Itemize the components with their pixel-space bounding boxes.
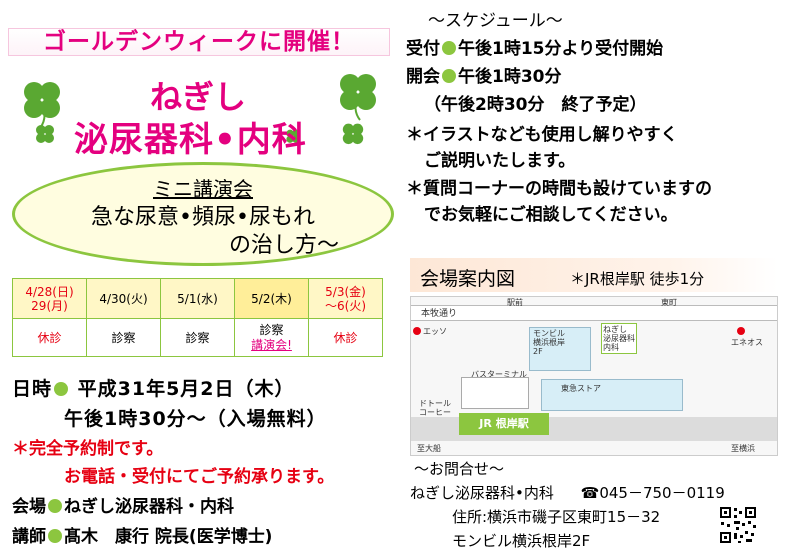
to-ofuna-label: 至大船 xyxy=(417,444,441,453)
clinic-map-label: ねぎし 泌尿器科 内科 xyxy=(601,323,637,354)
contact-row: ねぎし泌尿器科•内科 ☎045－750－0119 xyxy=(410,482,725,503)
contact-address: 住所:横浜市磯子区東町15－32 xyxy=(452,508,661,526)
speaker-value: 髙木 康行 院長(医学博士) xyxy=(64,527,273,547)
doutor-label: ドトール コーヒー xyxy=(419,399,451,417)
map-header xyxy=(410,258,778,292)
clinic-name: ねぎし xyxy=(150,78,247,116)
date-label: 日時 xyxy=(12,378,53,400)
street-label: 本牧通り xyxy=(421,309,458,319)
building-label: モンビル 横浜根岸 2F xyxy=(533,329,565,356)
schedule-heading: ～スケジュール～ xyxy=(428,11,563,31)
lecture-heading: ミニ講演会 xyxy=(153,177,253,201)
speaker-row: 講師髙木 康行 院長(医学博士) xyxy=(12,522,272,547)
tokyu-block xyxy=(541,379,683,411)
venue-label: 会場 xyxy=(12,497,46,517)
clover-icon xyxy=(342,123,364,145)
table-date-cell: 4/28(日) 29(月) xyxy=(12,278,87,319)
lecture-title: 急な尿意•頻尿•尿もれ xyxy=(91,205,315,230)
note-1-cont: ご説明いたします。 xyxy=(424,151,576,171)
lecture-title-cont: の治し方～ xyxy=(228,233,339,258)
table-status-cell: 診察 xyxy=(160,318,235,357)
street-road xyxy=(411,305,777,321)
date-value: 平成31年5月2日（木） xyxy=(77,378,295,400)
table-date-cell: 5/1(水) xyxy=(160,278,235,319)
gas-station-label: エッソ xyxy=(423,327,447,336)
reception-row: 受付午後1時15分より受付開始 xyxy=(406,34,663,59)
end-time: （午後2時30分 終了予定） xyxy=(424,95,647,115)
access-map: 本牧通り 駅前 東町 モンビル 横浜根岸 2F ねぎし 泌尿器科 内科 エッソ … xyxy=(410,296,778,456)
table-date-cell: 5/3(金) ～6(火) xyxy=(308,278,383,319)
bullet-icon xyxy=(442,41,456,55)
opening-label: 開会 xyxy=(406,67,440,87)
bullet-icon xyxy=(54,382,69,396)
station-marker: JR 根岸駅 xyxy=(459,413,549,435)
schedule-table: 4/28(日) 29(月) 4/30(火) 5/1(水) 5/2(木) 5/3(… xyxy=(12,278,383,357)
opening-row: 開会午後1時30分 xyxy=(406,62,562,87)
qr-code-icon[interactable] xyxy=(718,505,758,545)
table-status-cell: 休診 xyxy=(308,318,383,357)
lecture-badge: 講演会! xyxy=(251,337,292,352)
gas-station-icon xyxy=(737,327,745,335)
to-yokohama-label: 至横浜 xyxy=(731,444,755,453)
table-date-cell: 4/30(火) xyxy=(86,278,161,319)
bullet-icon xyxy=(442,69,456,83)
table-status-cell: 休診 xyxy=(12,318,87,357)
clover-icon xyxy=(24,82,60,129)
speaker-label: 講師 xyxy=(12,527,46,547)
table-status-cell: 診察 講演会! xyxy=(234,318,309,357)
reception-value: 午後1時15分より受付開始 xyxy=(458,39,664,59)
bus-terminal-block xyxy=(461,377,529,409)
status-text: 診察 xyxy=(259,322,284,337)
reservation-contact: お電話・受付にてご予約承ります。 xyxy=(64,467,335,487)
event-date-row: 日時 平成31年5月2日（木） xyxy=(12,374,295,401)
clinic-department: 泌尿器科•内科 xyxy=(74,120,307,160)
clover-icon xyxy=(286,129,300,143)
station-front-label: 駅前 xyxy=(507,298,523,307)
contact-name: ねぎし泌尿器科•内科 xyxy=(410,484,554,502)
table-status-cell: 診察 xyxy=(86,318,161,357)
bus-terminal-label: バスターミナル xyxy=(471,370,527,379)
reception-label: 受付 xyxy=(406,39,440,59)
event-time: 午後1時30分～（入場無料） xyxy=(64,408,327,430)
contact-heading: ～お問合せ～ xyxy=(414,460,505,478)
clover-icon xyxy=(340,74,376,121)
map-title: 会場案内図 xyxy=(420,268,516,290)
lecture-oval: ミニ講演会 急な尿意•頻尿•尿もれ の治し方～ xyxy=(12,162,394,266)
note-2-cont: でお気軽にご相談してください。 xyxy=(424,205,678,225)
table-date-cell: 5/2(木) xyxy=(234,278,309,319)
bullet-icon xyxy=(48,499,62,513)
opening-value: 午後1時30分 xyxy=(458,67,562,87)
note-1: ＊イラストなども使用し解りやすく xyxy=(406,125,678,145)
reservation-note: ＊完全予約制です。 xyxy=(12,439,164,459)
contact-building: モンビル横浜根岸2F xyxy=(452,532,591,550)
gas-station-icon xyxy=(413,327,421,335)
map-access: ＊JR根岸駅 徒歩1分 xyxy=(570,270,705,288)
bullet-icon xyxy=(48,529,62,543)
venue-value: ねぎし泌尿器科・内科 xyxy=(64,497,234,517)
building-block xyxy=(529,327,591,371)
clover-icon xyxy=(36,125,54,143)
venue-row: 会場ねぎし泌尿器科・内科 xyxy=(12,492,234,517)
higashicho-label: 東町 xyxy=(661,298,677,307)
note-2: ＊質問コーナーの時間も設けていますの xyxy=(406,179,712,199)
event-banner: ゴールデンウィークに開催！ xyxy=(8,28,390,56)
tokyu-label: 東急ストア xyxy=(561,384,601,393)
gas-station-label: エネオス xyxy=(731,338,763,347)
contact-phone: ☎045－750－0119 xyxy=(580,484,725,502)
